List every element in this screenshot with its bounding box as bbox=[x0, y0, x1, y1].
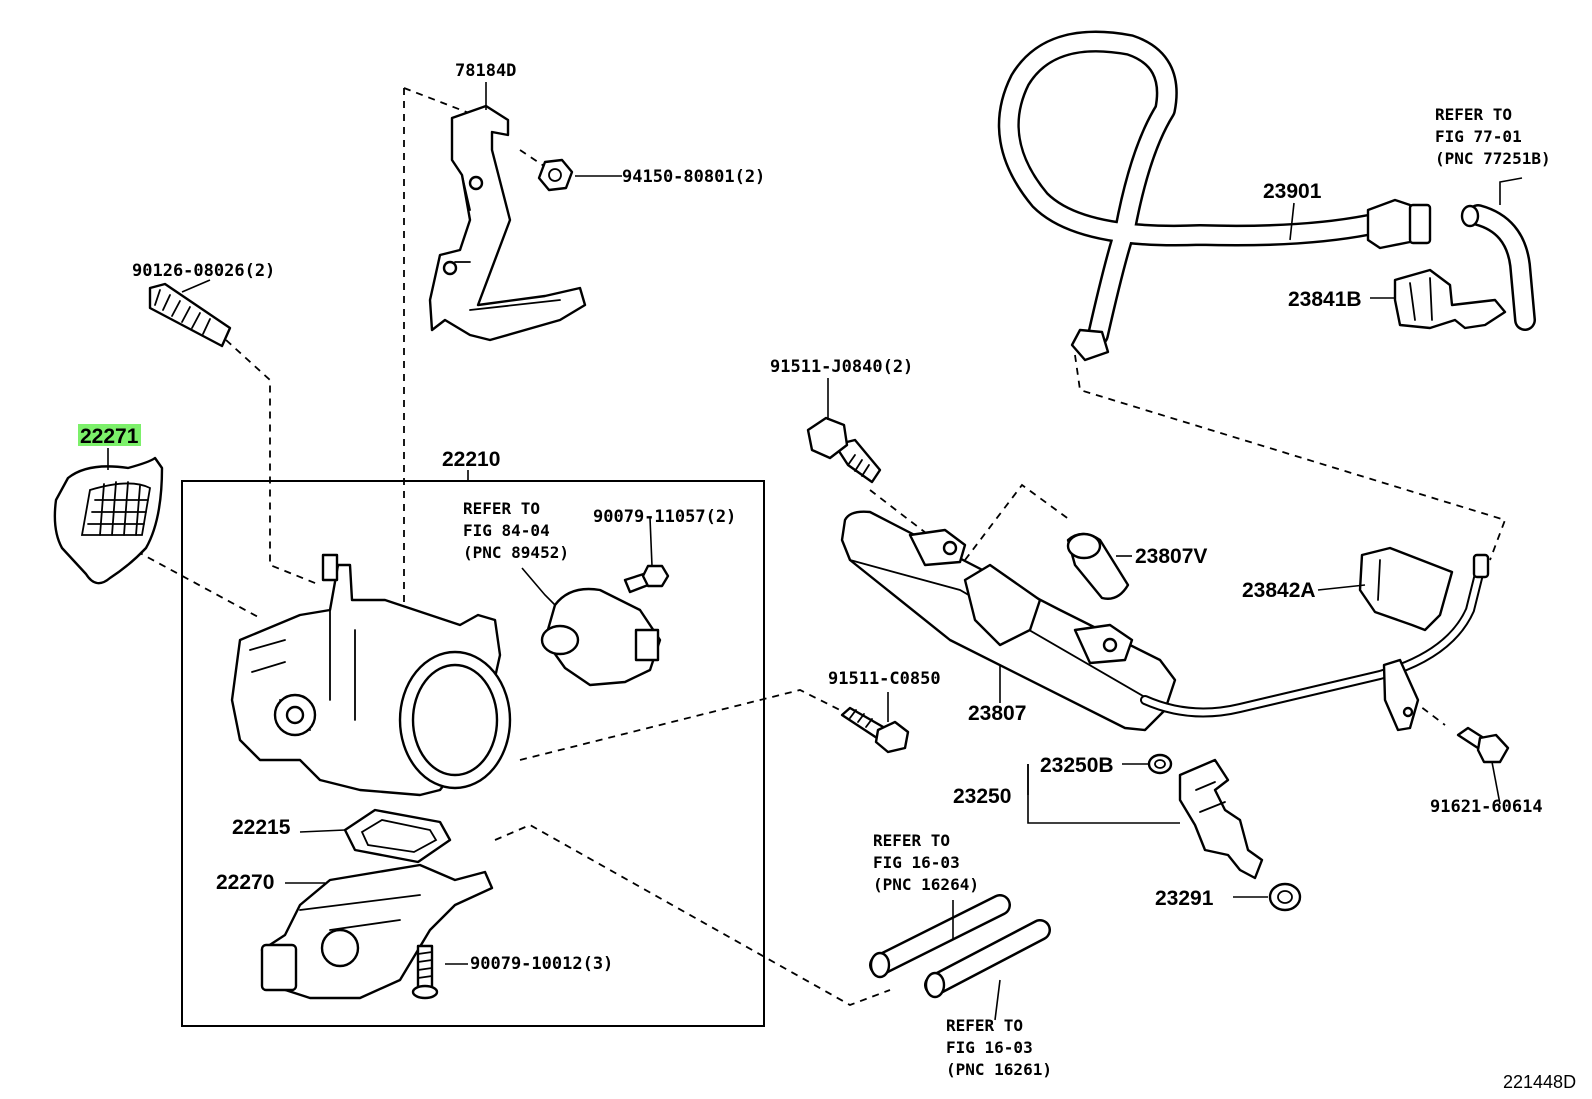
label-22270: 22270 bbox=[216, 871, 274, 894]
label-23842A: 23842A bbox=[1242, 579, 1316, 602]
label-90079-10012: 90079-10012(3) bbox=[470, 954, 613, 974]
screw-91621-60614 bbox=[1456, 726, 1510, 764]
throttle-body-assembly-box bbox=[181, 470, 765, 1027]
screw-90079-10012 bbox=[411, 944, 439, 1000]
label-94150-80801: 94150-80801(2) bbox=[622, 167, 765, 187]
figure-code: 221448D bbox=[1503, 1072, 1576, 1092]
fuel-hose-23901 bbox=[997, 30, 1432, 362]
ref-fig77-line3: (PNC 77251B) bbox=[1435, 149, 1551, 168]
nut-94150 bbox=[537, 158, 574, 192]
label-23291: 23291 bbox=[1155, 887, 1214, 910]
ref-fig84-line3: (PNC 89452) bbox=[463, 543, 569, 562]
label-78184D: 78184D bbox=[455, 61, 516, 81]
ref-fig77-line2: FIG 77-01 bbox=[1435, 127, 1522, 146]
pulsation-damper-23807V bbox=[1066, 532, 1130, 600]
throttle-body bbox=[230, 553, 512, 797]
ref-fig84-line2: FIG 84-04 bbox=[463, 521, 550, 540]
coolant-hoses-16264-16261 bbox=[869, 894, 1051, 999]
bracket-78184D bbox=[428, 104, 587, 342]
ref-fig16a-line3: (PNC 16264) bbox=[873, 875, 979, 894]
label-90126-08026: 90126-08026(2) bbox=[132, 261, 275, 281]
ref-fig84-line1: REFER TO bbox=[463, 499, 540, 518]
fuel-injector-23250 bbox=[1178, 758, 1264, 880]
ref-fig77-line1: REFER TO bbox=[1435, 105, 1512, 124]
refer-to-notes: REFER TO FIG 84-04 (PNC 89452) REFER TO … bbox=[463, 105, 1551, 1079]
fuel-pipe bbox=[1140, 553, 1490, 732]
label-22215: 22215 bbox=[232, 816, 291, 839]
label-23841B: 23841B bbox=[1288, 288, 1362, 311]
gasket-22271 bbox=[53, 456, 164, 585]
label-90079-11057: 90079-11057(2) bbox=[593, 507, 736, 527]
pipe-77251B bbox=[1460, 204, 1536, 331]
stud-90126 bbox=[148, 282, 232, 348]
label-23807: 23807 bbox=[968, 702, 1026, 725]
label-91511-J0840: 91511-J0840(2) bbox=[770, 357, 913, 377]
assembly-dashed-lines bbox=[124, 87, 1507, 1006]
part-labels: 78184D 94150-80801(2) 90126-08026(2) 222… bbox=[78, 61, 1576, 1092]
label-22210: 22210 bbox=[442, 448, 500, 471]
clamp-23842A bbox=[1358, 546, 1454, 632]
o-ring-23250B bbox=[1147, 753, 1173, 775]
label-23250B: 23250B bbox=[1040, 754, 1114, 777]
leader-lines bbox=[107, 82, 1523, 1021]
highlight-22271 bbox=[78, 424, 141, 446]
washer-23291 bbox=[1268, 882, 1302, 912]
bolt-91511-C0850 bbox=[840, 706, 910, 754]
gasket-22215 bbox=[343, 808, 452, 864]
label-91511-C0850: 91511-C0850 bbox=[828, 669, 941, 689]
idle-air-control-valve-22270 bbox=[260, 863, 494, 1000]
label-23807V: 23807V bbox=[1135, 545, 1207, 568]
ref-fig16a-line2: FIG 16-03 bbox=[873, 853, 960, 872]
clip-23841B bbox=[1393, 268, 1507, 330]
ref-fig16b-line1: REFER TO bbox=[946, 1016, 1023, 1035]
label-23250: 23250 bbox=[953, 785, 1011, 808]
label-22271: 22271 bbox=[80, 425, 139, 448]
ref-fig16b-line2: FIG 16-03 bbox=[946, 1038, 1033, 1057]
fuel-rail-23807 bbox=[840, 510, 1177, 732]
screw-90079-11057 bbox=[623, 564, 670, 594]
label-91621-60614: 91621-60614 bbox=[1430, 797, 1543, 817]
throttle-position-sensor bbox=[540, 587, 662, 687]
ref-fig16a-line1: REFER TO bbox=[873, 831, 950, 850]
bolt-91511-J0840 bbox=[806, 416, 882, 484]
label-23901: 23901 bbox=[1263, 180, 1322, 203]
ref-fig16b-line3: (PNC 16261) bbox=[946, 1060, 1052, 1079]
